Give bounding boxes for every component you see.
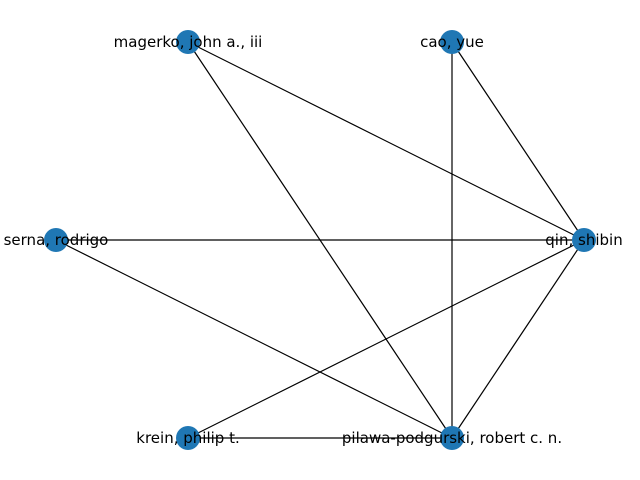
node-label-qin: qin, shibin [545, 231, 622, 249]
node-label-serna: serna, rodrigo [4, 231, 109, 249]
edge-serna-pilawa [55, 239, 453, 439]
node-pilawa[interactable] [440, 426, 464, 450]
node-label-pilawa: pilawa-podgurski, robert c. n. [342, 429, 562, 447]
edge-magerko-qin [187, 41, 585, 241]
node-cao[interactable] [440, 30, 464, 54]
edge-qin-pilawa [451, 239, 585, 439]
node-label-krein: krein, philip t. [136, 429, 239, 447]
nodes-layer [44, 30, 596, 450]
node-qin[interactable] [572, 228, 596, 252]
edges-layer [55, 41, 585, 439]
node-magerko[interactable] [176, 30, 200, 54]
labels-layer: magerko, john a., iii cao, yue serna, rodr… [4, 33, 623, 447]
node-krein[interactable] [176, 426, 200, 450]
node-label-cao: cao, yue [420, 33, 484, 51]
node-serna[interactable] [44, 228, 68, 252]
edge-qin-krein [187, 239, 585, 439]
edge-cao-qin [451, 41, 585, 241]
node-label-magerko: magerko, john a., iii [114, 33, 263, 51]
